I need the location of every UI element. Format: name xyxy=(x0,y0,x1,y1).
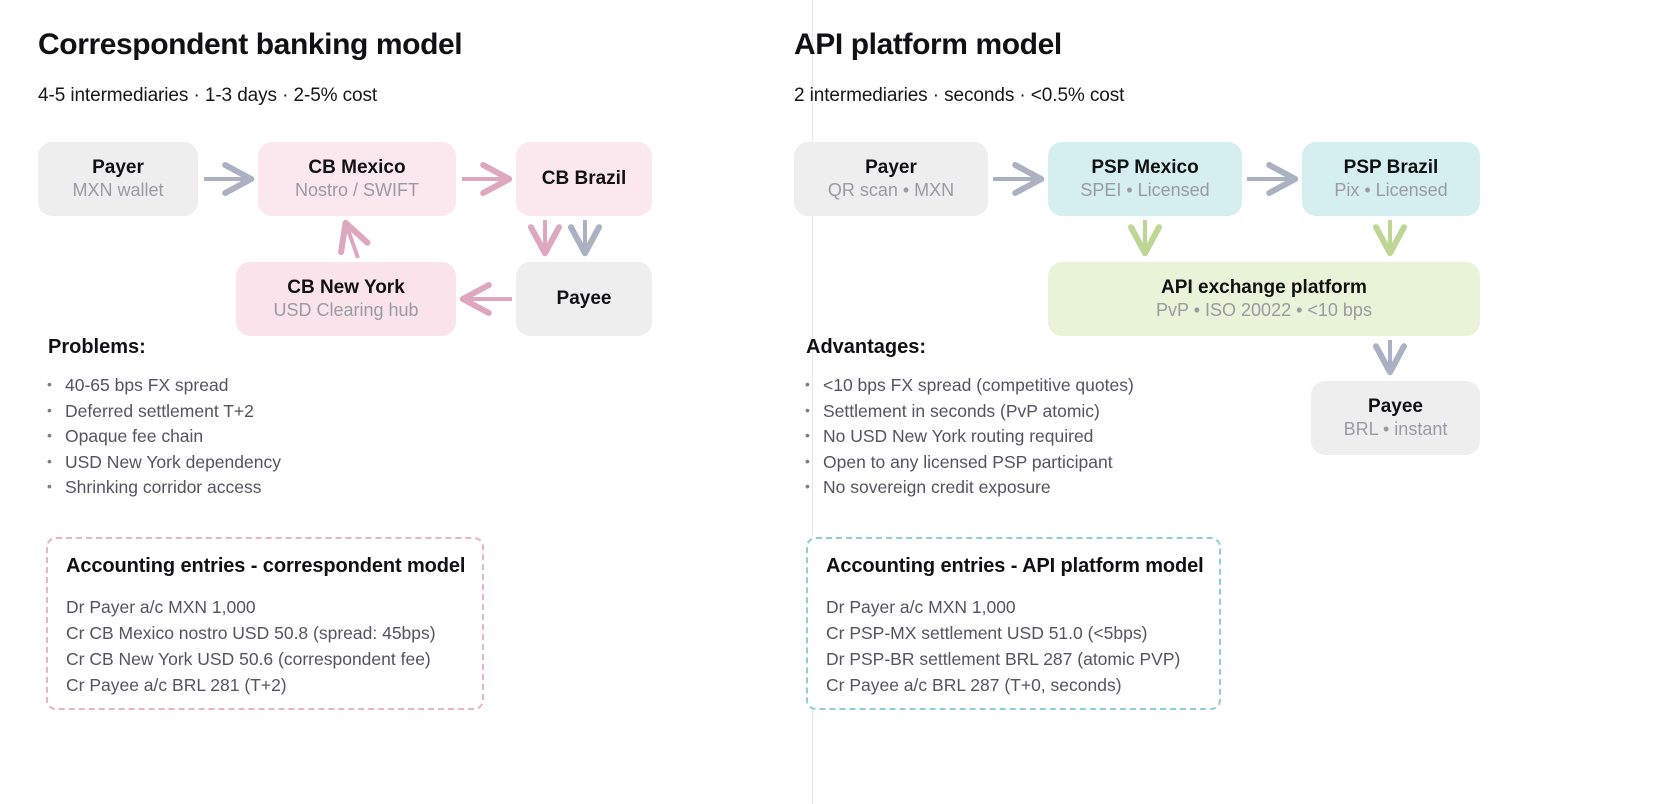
node-subtitle: SPEI • Licensed xyxy=(1080,180,1210,201)
list-item: Opaque fee chain xyxy=(46,423,281,450)
api-platform-panel: API platform model 2 intermediaries · se… xyxy=(794,0,1680,804)
right-panel-title: API platform model xyxy=(794,28,1062,61)
advantages-heading: Advantages: xyxy=(806,336,927,358)
node-title: CB Mexico xyxy=(308,156,406,178)
accounting-line: Cr CB New York USD 50.6 (correspondent f… xyxy=(66,649,431,669)
node-cb-mexico[interactable]: CB Mexico Nostro / SWIFT xyxy=(258,142,456,216)
node-cb-brazil[interactable]: CB Brazil xyxy=(516,142,652,216)
accounting-entries-api: Accounting entries - API platform model … xyxy=(806,537,1221,710)
node-title: Payee xyxy=(556,288,612,310)
node-subtitle: MXN wallet xyxy=(72,180,164,201)
list-item: Settlement in seconds (PvP atomic) xyxy=(804,398,1134,425)
accounting-heading: Accounting entries - correspondent model xyxy=(66,555,466,577)
node-psp-brazil[interactable]: PSP Brazil Pix • Licensed xyxy=(1302,142,1480,216)
node-payee-left[interactable]: Payee xyxy=(516,262,652,336)
node-api-exchange-platform[interactable]: API exchange platform PvP • ISO 20022 • … xyxy=(1048,262,1480,336)
accounting-line: Dr PSP-BR settlement BRL 287 (atomic PVP… xyxy=(826,649,1181,669)
accounting-line: Cr CB Mexico nostro USD 50.8 (spread: 45… xyxy=(66,623,436,643)
problems-heading: Problems: xyxy=(48,336,146,358)
accounting-line: Dr Payer a/c MXN 1,000 xyxy=(826,597,1016,617)
problems-list: 40-65 bps FX spread Deferred settlement … xyxy=(46,372,281,501)
accounting-line: Cr Payee a/c BRL 287 (T+0, seconds) xyxy=(826,675,1122,695)
list-item: USD New York dependency xyxy=(46,449,281,476)
list-item: No USD New York routing required xyxy=(804,423,1134,450)
node-title: Payer xyxy=(92,156,144,178)
correspondent-banking-panel: Correspondent banking model 4-5 intermed… xyxy=(0,0,812,804)
node-title: CB New York xyxy=(287,276,405,298)
node-title: CB Brazil xyxy=(541,168,627,190)
list-item: <10 bps FX spread (competitive quotes) xyxy=(804,372,1134,399)
node-title: PSP Brazil xyxy=(1343,156,1439,178)
left-panel-title: Correspondent banking model xyxy=(38,28,463,61)
node-psp-mexico[interactable]: PSP Mexico SPEI • Licensed xyxy=(1048,142,1242,216)
node-title: PSP Mexico xyxy=(1091,156,1199,178)
node-subtitle: Pix • Licensed xyxy=(1334,180,1448,201)
accounting-line: Cr PSP-MX settlement USD 51.0 (<5bps) xyxy=(826,623,1148,643)
node-title: Payee xyxy=(1368,395,1423,417)
node-title: Payer xyxy=(865,156,917,178)
node-payer-right[interactable]: Payer QR scan • MXN xyxy=(794,142,988,216)
node-title: API exchange platform xyxy=(1161,276,1367,298)
accounting-heading: Accounting entries - API platform model xyxy=(826,555,1204,577)
accounting-entries-correspondent: Accounting entries - correspondent model… xyxy=(46,537,484,710)
accounting-line: Dr Payer a/c MXN 1,000 xyxy=(66,597,256,617)
node-cb-new-york[interactable]: CB New York USD Clearing hub xyxy=(236,262,456,336)
node-subtitle: USD Clearing hub xyxy=(273,300,419,321)
list-item: Deferred settlement T+2 xyxy=(46,398,281,425)
left-panel-subtitle: 4-5 intermediaries · 1-3 days · 2-5% cos… xyxy=(38,85,378,106)
node-subtitle: PvP • ISO 20022 • <10 bps xyxy=(1156,300,1372,321)
accounting-line: Cr Payee a/c BRL 281 (T+2) xyxy=(66,675,287,695)
node-payer-left[interactable]: Payer MXN wallet xyxy=(38,142,198,216)
node-subtitle: Nostro / SWIFT xyxy=(294,180,419,201)
list-item: Open to any licensed PSP participant xyxy=(804,449,1134,476)
node-subtitle: QR scan • MXN xyxy=(827,180,955,201)
node-subtitle: BRL • instant xyxy=(1343,419,1448,440)
advantages-list: <10 bps FX spread (competitive quotes) S… xyxy=(804,372,1134,501)
node-payee-right[interactable]: Payee BRL • instant xyxy=(1311,381,1480,455)
list-item: 40-65 bps FX spread xyxy=(46,372,281,399)
right-panel-subtitle: 2 intermediaries · seconds · <0.5% cost xyxy=(794,85,1125,106)
list-item: No sovereign credit exposure xyxy=(804,474,1134,501)
list-item: Shrinking corridor access xyxy=(46,474,281,501)
